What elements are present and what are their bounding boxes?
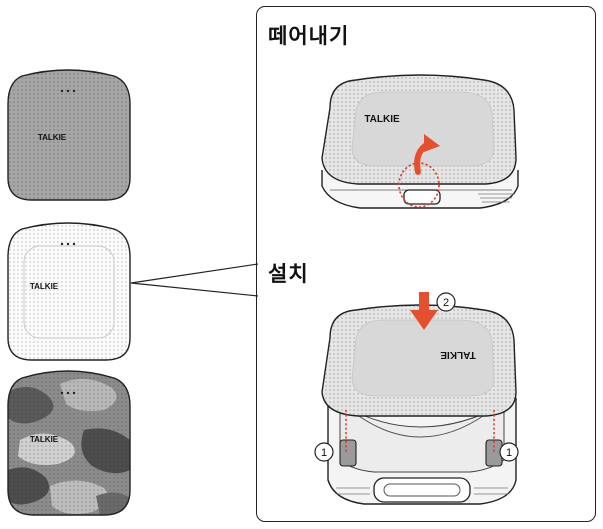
- install-heading: 설치: [268, 262, 309, 286]
- callout-line-lower: [130, 282, 259, 297]
- installation-illustration: [321, 292, 517, 505]
- callout-line-upper: [130, 263, 259, 284]
- svg-text:1: 1: [506, 447, 512, 459]
- install-brand-label: TALKIE: [440, 349, 476, 360]
- svg-text:2: 2: [443, 297, 449, 309]
- instruction-panel: [256, 6, 596, 522]
- cover-gray-label: TALKIE: [38, 133, 67, 142]
- svg-text:1: 1: [321, 447, 327, 459]
- down-arrow-shaft: [419, 292, 429, 312]
- down-arrow-head: [410, 310, 438, 330]
- step-marker-two: 2: [436, 292, 456, 312]
- cover-white-label: TALKIE: [30, 282, 59, 291]
- remove-heading: 떼어내기: [268, 24, 350, 48]
- cover-camo-label: TALKIE: [30, 435, 59, 444]
- speaker-cover-gray: [7, 69, 131, 201]
- speaker-cover-white: [7, 222, 131, 361]
- speaker-cover-camo: [7, 370, 131, 516]
- step-marker-one-left: 1: [314, 442, 334, 462]
- removal-illustration: [321, 74, 519, 209]
- step-marker-one-right: 1: [499, 442, 519, 462]
- removal-brand-label: TALKIE: [364, 114, 400, 125]
